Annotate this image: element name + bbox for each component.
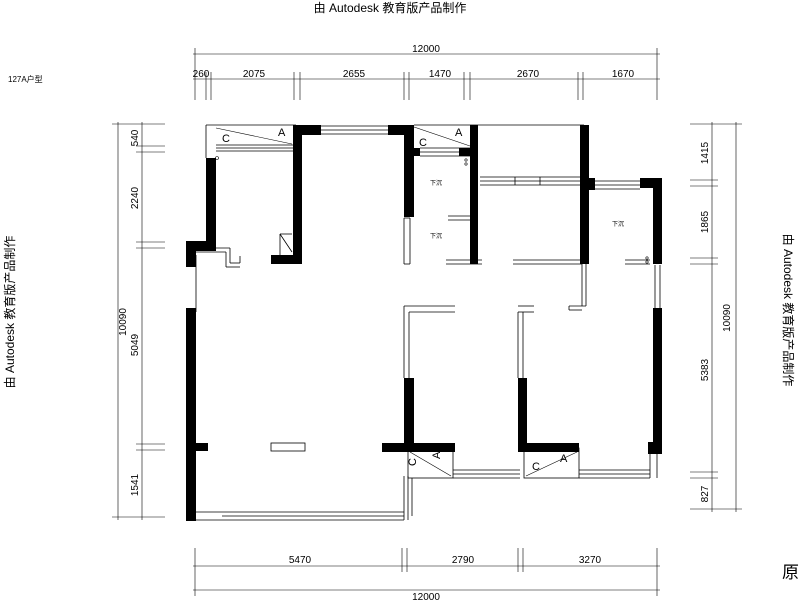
ac-unit-1-c: C (222, 133, 230, 145)
dim-top-seg-3: 2655 (343, 69, 366, 80)
dim-top-seg-2: 2075 (243, 69, 266, 80)
dim-right-total: 10090 (722, 304, 733, 332)
watermark-right: 由 Autodesk 教育版产品制作 (781, 234, 796, 387)
dim-left-seg-4: 1541 (130, 473, 141, 496)
ac-unit-4-c: C (532, 461, 540, 473)
dim-top-seg-4: 1470 (429, 69, 452, 80)
drain-label-1: 下沉 (430, 179, 442, 187)
dim-bottom-total: 12000 (412, 592, 440, 602)
dim-left-seg-2: 2240 (130, 186, 141, 209)
drain-label-2: 下沉 (430, 232, 442, 240)
dim-left-seg-1: 540 (130, 129, 141, 146)
dim-bottom-seg-3: 3270 (579, 555, 602, 566)
corner-mark: 原 (782, 563, 799, 582)
dim-bottom-seg-2: 2790 (452, 555, 475, 566)
dim-left-seg-3: 5049 (130, 333, 141, 356)
dim-left-total: 10090 (118, 308, 129, 336)
ac-unit-4: C A (525, 451, 578, 477)
right-dimension-lines (690, 122, 742, 512)
pipe-markers (215, 156, 649, 264)
load-bearing-walls (186, 125, 662, 521)
ac-unit-2: C A (413, 126, 471, 149)
plan-label: 127A户型 (8, 74, 43, 84)
bottom-dimension-lines (193, 548, 660, 596)
dim-top-seg-1: 260 (193, 69, 210, 80)
ac-unit-1: C A (215, 127, 293, 145)
top-dimension-lines (193, 48, 660, 100)
dim-right-seg-3: 5383 (700, 358, 711, 381)
ac-unit-3: C A (407, 451, 452, 477)
ac-unit-2-a: A (455, 127, 463, 139)
thin-walls (195, 124, 661, 521)
dim-top-seg-5: 2670 (517, 69, 540, 80)
dim-top-total: 12000 (412, 44, 440, 55)
ac-unit-1-a: A (278, 127, 286, 139)
ac-unit-3-c: C (407, 458, 419, 466)
dim-bottom-seg-1: 5470 (289, 555, 312, 566)
dim-right-seg-4: 827 (700, 485, 711, 502)
watermark-top: 由 Autodesk 教育版产品制作 (314, 0, 467, 15)
dim-right-seg-2: 1865 (700, 210, 711, 233)
dim-right-seg-1: 1415 (700, 141, 711, 164)
ac-unit-2-c: C (419, 137, 427, 149)
dim-top-seg-6: 1670 (612, 69, 635, 80)
ac-unit-4-a: A (560, 453, 568, 465)
ac-unit-3-a: A (431, 451, 443, 459)
left-dimension-lines (112, 122, 165, 520)
watermark-left: 由 Autodesk 教育版产品制作 (2, 236, 17, 389)
drain-label-3: 下沉 (612, 220, 624, 228)
